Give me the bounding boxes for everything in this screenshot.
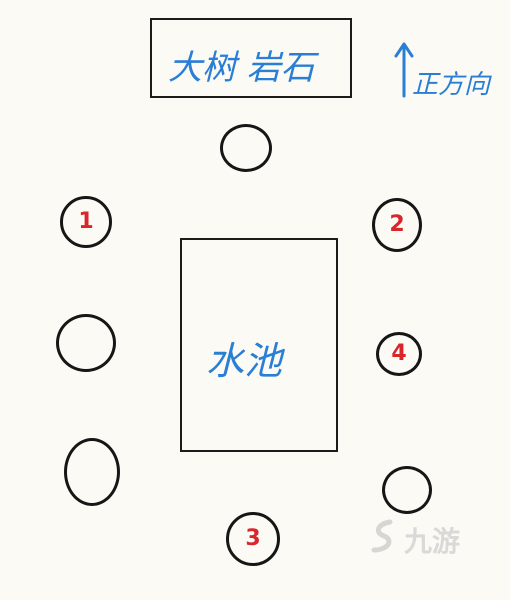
watermark-text: 九游	[404, 525, 461, 558]
spot-4-number: 4	[391, 341, 407, 366]
spot-4: 4	[376, 332, 422, 376]
pond-label: 水池	[206, 339, 283, 383]
spot-2: 2	[372, 198, 422, 252]
watermark-logo-icon	[371, 519, 393, 553]
spot-2-number: 2	[389, 212, 405, 237]
up-arrow-icon	[394, 42, 414, 98]
spot-top	[220, 124, 272, 172]
spot-1-number: 1	[78, 209, 94, 234]
spot-3-number: 3	[245, 526, 261, 551]
spot-left-bottom	[64, 438, 120, 506]
tree-rock-label: 大树 岩石	[168, 48, 315, 88]
tree-rock-box: 大树 岩石	[150, 18, 352, 98]
spot-left-middle	[56, 314, 116, 372]
spot-right-bottom	[382, 466, 432, 514]
spot-3: 3	[226, 512, 280, 566]
spot-1: 1	[60, 196, 112, 248]
direction-label: 正方向	[412, 70, 491, 100]
pond-box: 水池	[180, 238, 338, 452]
